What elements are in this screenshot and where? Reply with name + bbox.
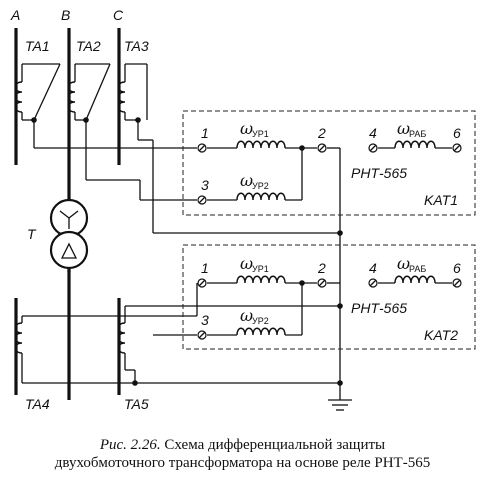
coil-subscript-rab: РАБ bbox=[409, 264, 426, 274]
terminal-2-label: 2 bbox=[317, 260, 326, 276]
junction-dot bbox=[132, 380, 138, 386]
coil-symbol: ω bbox=[240, 171, 253, 190]
terminal-6-label: 6 bbox=[453, 260, 461, 276]
protection-circuit-diagram: A B C TA1 TA2 TA3 bbox=[10, 7, 476, 412]
relay-name-kat2: KAT2 bbox=[424, 327, 458, 343]
caption-line-2: двухобмоточного трансформатора на основе… bbox=[54, 455, 431, 471]
power-transformer bbox=[49, 195, 89, 272]
phase-label-c: C bbox=[113, 7, 124, 23]
coil-subscript-ur2: УР2 bbox=[252, 181, 269, 191]
figure-caption: Рис. 2.26. Схема дифференциальной защиты… bbox=[0, 436, 485, 472]
coil-subscript-ur1: УР1 bbox=[252, 129, 269, 139]
ct-label-ta2: TA2 bbox=[76, 38, 101, 54]
caption-text-1: Схема дифференциальной защиты bbox=[160, 437, 386, 453]
ground-icon bbox=[328, 399, 352, 411]
coil-symbol: ω bbox=[397, 254, 410, 273]
coil-subscript-rab: РАБ bbox=[409, 129, 426, 139]
top-ct-leads bbox=[33, 120, 340, 234]
coil-symbol: ω bbox=[240, 254, 253, 273]
terminal-3-label: 3 bbox=[201, 312, 209, 328]
ct-label-ta3: TA3 bbox=[124, 38, 149, 54]
coil-symbol: ω bbox=[397, 119, 410, 138]
bottom-ct-leads bbox=[21, 305, 340, 384]
junction-dot bbox=[299, 280, 305, 286]
junction-dot bbox=[337, 230, 343, 236]
terminal-1-label: 1 bbox=[201, 260, 209, 276]
junction-dot bbox=[299, 145, 305, 151]
delta-connection bbox=[21, 63, 148, 121]
relay-box-kat1 bbox=[182, 110, 476, 216]
ct-label-ta1: TA1 bbox=[25, 38, 50, 54]
coil-symbol: ω bbox=[240, 306, 253, 325]
terminal-icon bbox=[197, 143, 462, 205]
relay-type-label: РНТ-565 bbox=[351, 300, 407, 316]
terminal-icon bbox=[197, 278, 462, 340]
ct-label-ta5: TA5 bbox=[124, 396, 149, 412]
junction-dot bbox=[337, 303, 343, 309]
transformer-label: T bbox=[27, 226, 37, 242]
relay-type-label: РНТ-565 bbox=[351, 165, 407, 181]
relay-kat2-internals bbox=[153, 275, 452, 336]
phase-label-b: B bbox=[61, 7, 70, 23]
junction-dot bbox=[337, 380, 343, 386]
terminal-2-label: 2 bbox=[317, 125, 326, 141]
caption-figure-number: Рис. 2.26. bbox=[99, 437, 161, 453]
relay-name-kat1: KAT1 bbox=[424, 192, 458, 208]
caption-line-1: Рис. 2.26. Схема дифференциальной защиты bbox=[0, 436, 485, 454]
terminal-4-label: 4 bbox=[369, 260, 377, 276]
terminal-6-label: 6 bbox=[453, 125, 461, 141]
ct-label-ta4: TA4 bbox=[25, 396, 50, 412]
coil-symbol: ω bbox=[240, 119, 253, 138]
phase-label-a: A bbox=[10, 7, 20, 23]
relay-box-kat2 bbox=[182, 244, 476, 350]
coil-subscript-ur1: УР1 bbox=[252, 264, 269, 274]
terminal-1-label: 1 bbox=[201, 125, 209, 141]
terminal-4-label: 4 bbox=[369, 125, 377, 141]
terminal-3-label: 3 bbox=[201, 177, 209, 193]
coil-subscript-ur2: УР2 bbox=[252, 316, 269, 326]
